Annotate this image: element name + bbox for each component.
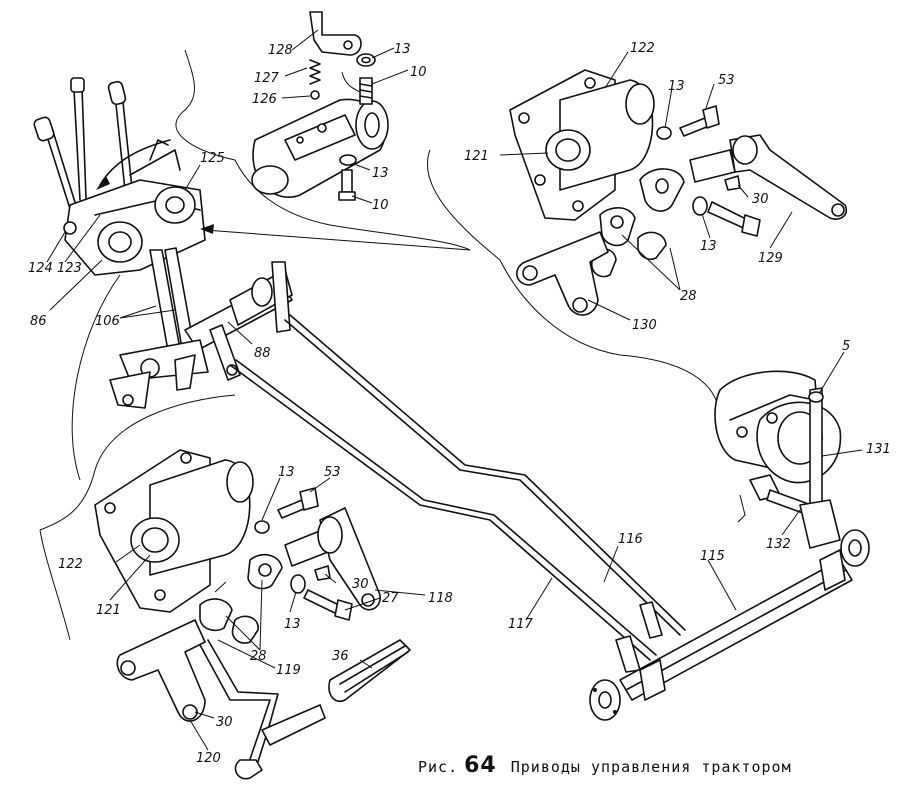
callout-132: 132 (766, 537, 791, 552)
center-shaft-linkage (109, 247, 293, 409)
callout-28: 28 (680, 289, 697, 304)
callout-88: 88 (254, 346, 271, 361)
callout-10b: 10 (372, 198, 389, 213)
callout-13f: 13 (284, 617, 301, 632)
callout-labels: 128 13 127 10 126 13 10 125 124 123 86 1… (28, 41, 891, 766)
callout-53b: 53 (324, 465, 341, 480)
callout-13b: 13 (372, 166, 389, 181)
callout-121b: 121 (96, 603, 121, 618)
callout-128: 128 (268, 43, 293, 58)
callout-13c: 13 (668, 79, 685, 94)
callout-86: 86 (30, 314, 47, 329)
callout-116: 116 (618, 532, 643, 547)
callout-129: 129 (758, 251, 783, 266)
callout-28b: 28 (250, 649, 267, 664)
callout-27: 27 (382, 591, 399, 606)
callout-115: 115 (700, 549, 725, 564)
callout-30: 30 (752, 192, 769, 207)
callout-36: 36 (332, 649, 349, 664)
figure-caption: Рис. 64 Приводы управления трактором (418, 753, 792, 778)
callout-123: 123 (57, 261, 82, 276)
callout-13: 13 (394, 42, 411, 57)
caption-prefix: Рис. (418, 758, 459, 776)
detail-upper-right (509, 69, 848, 316)
callout-13e: 13 (278, 465, 295, 480)
callout-120: 120 (196, 751, 221, 766)
callout-122: 122 (630, 41, 655, 56)
brake-unit-right (714, 370, 842, 549)
long-rods (229, 314, 870, 721)
callout-30c: 30 (216, 715, 233, 730)
callout-13d: 13 (700, 239, 717, 254)
control-levers-assembly (33, 77, 471, 276)
detail-upper-center (251, 11, 389, 201)
figure-number: 64 (464, 753, 497, 778)
callout-5: 5 (842, 339, 850, 354)
leader-lines (46, 29, 863, 751)
callout-125: 125 (200, 151, 225, 166)
group-boundary-lines (39, 49, 721, 641)
callout-126: 126 (252, 92, 277, 107)
callout-117: 117 (508, 617, 534, 632)
detail-lower-left (94, 449, 411, 780)
callout-127: 127 (254, 71, 280, 86)
callout-30b: 30 (352, 577, 369, 592)
callout-130: 130 (632, 318, 657, 333)
callout-119: 119 (276, 663, 301, 678)
callout-10: 10 (410, 65, 427, 80)
callout-131: 131 (866, 442, 891, 457)
callout-53: 53 (718, 73, 735, 88)
callout-106: 106 (95, 314, 120, 329)
callout-121: 121 (464, 149, 489, 164)
callout-124: 124 (28, 261, 53, 276)
callout-122b: 122 (58, 557, 83, 572)
caption-title: Приводы управления трактором (510, 758, 792, 776)
callout-118: 118 (428, 591, 453, 606)
